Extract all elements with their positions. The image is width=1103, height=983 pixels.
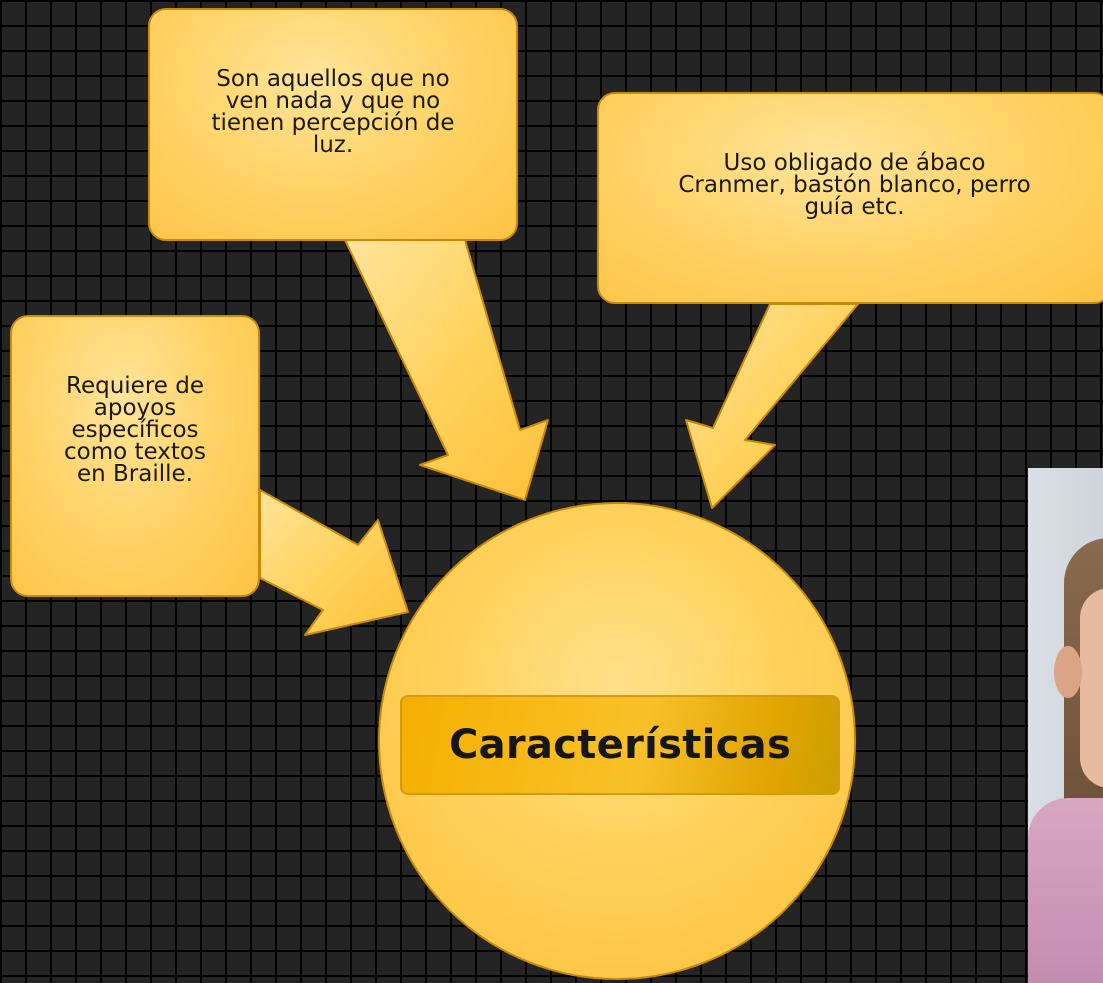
arrow-top-right-to-center <box>685 303 859 509</box>
note-line: específicos <box>71 417 199 443</box>
note-line: Uso obligado de ábaco <box>723 150 986 176</box>
note-line: Cranmer, bastón blanco, perro <box>678 172 1031 198</box>
photo-ear <box>1054 646 1082 698</box>
note-line: Requiere de <box>66 373 204 399</box>
photo-shirt <box>1028 798 1103 983</box>
note-text-left: Requiere de apoyos específicos como text… <box>64 373 206 487</box>
note-line: Son aquellos que no <box>216 66 450 92</box>
note-box-top-right: Uso obligado de ábaco Cranmer, bastón bl… <box>597 92 1103 304</box>
center-label-text: Características <box>448 722 792 768</box>
photo-face <box>1080 588 1103 788</box>
note-box-left: Requiere de apoyos específicos como text… <box>10 315 260 597</box>
note-line: luz. <box>312 132 354 158</box>
note-line: apoyos <box>93 395 177 421</box>
note-text-top-left: Son aquellos que no ven nada y que no ti… <box>211 66 455 158</box>
note-line: tienen percepción de <box>211 110 455 136</box>
note-line: como textos <box>64 439 206 465</box>
note-line: en Braille. <box>76 461 193 487</box>
note-text-top-right: Uso obligado de ábaco Cranmer, bastón bl… <box>678 150 1031 220</box>
arrow-left-to-center <box>259 489 409 636</box>
note-line: guía etc. <box>804 194 905 220</box>
arrow-top-left-to-center <box>344 239 549 501</box>
girl-photo <box>1028 468 1103 983</box>
note-line: ven nada y que no <box>225 88 441 114</box>
note-box-top-left: Son aquellos que no ven nada y que no ti… <box>148 8 518 241</box>
center-label: Características <box>400 695 840 795</box>
